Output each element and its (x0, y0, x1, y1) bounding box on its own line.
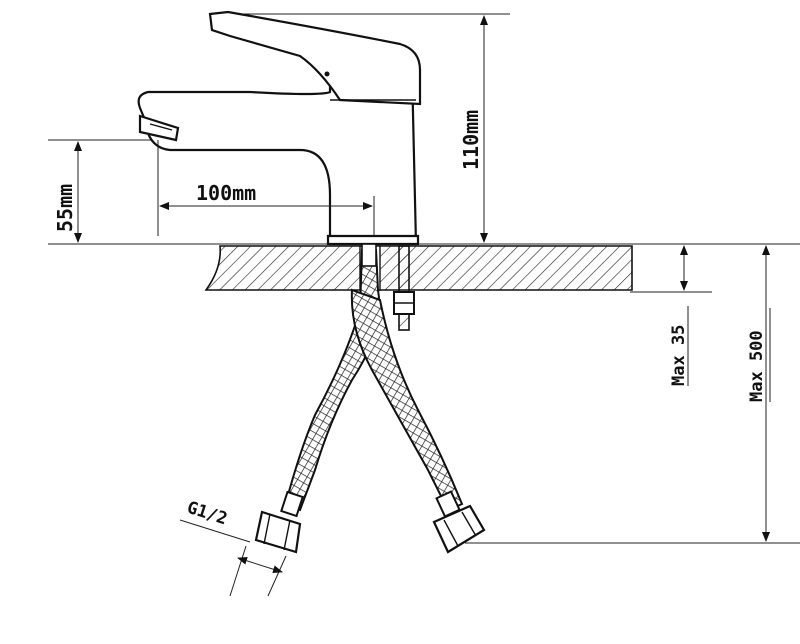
faucet-body (137, 10, 422, 246)
dimension-spout-height: 55mm (53, 141, 82, 243)
dimension-thread: G1/2 (179, 498, 287, 597)
lever-handle (208, 10, 422, 106)
dimension-height-total: 110mm (459, 15, 488, 243)
dim-label-g1-2: G1/2 (184, 498, 229, 530)
mounting-rod (393, 245, 415, 331)
dimension-spout-reach: 100mm (157, 140, 375, 236)
dimension-max-countertop: Max 35 (669, 245, 689, 386)
dimension-max-hose: Max 500 (747, 245, 771, 542)
countertop (204, 245, 633, 291)
reference-lines (48, 13, 800, 544)
dim-label-55mm: 55mm (53, 184, 77, 232)
dim-label-max-500: Max 500 (747, 330, 767, 402)
dim-label-110mm: 110mm (459, 110, 483, 170)
dim-label-max-35: Max 35 (669, 325, 689, 386)
dim-label-100mm: 100mm (196, 181, 256, 205)
hose-connector (361, 243, 377, 267)
aerator (138, 114, 180, 142)
hose-right (350, 288, 486, 554)
